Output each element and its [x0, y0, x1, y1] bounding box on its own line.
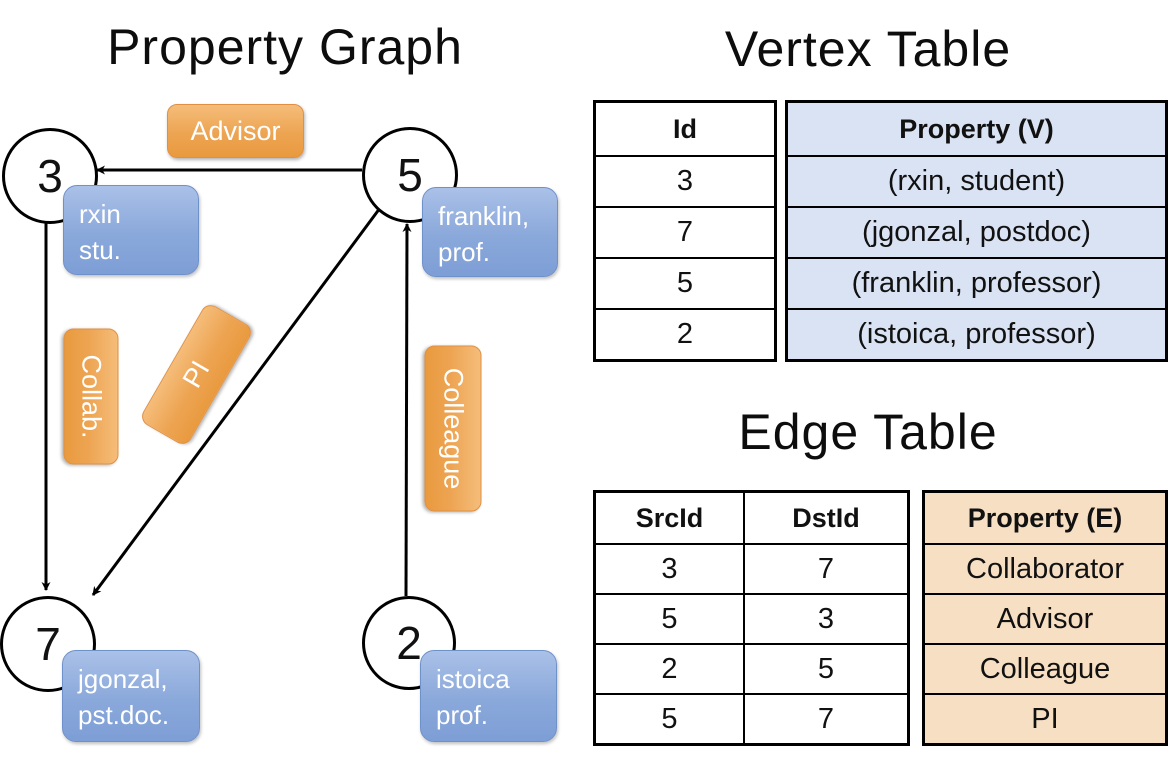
edge-src-cell: 5 [593, 693, 745, 746]
edge-src-cell: 2 [593, 643, 745, 695]
vertex-prop-line: prof. [436, 700, 489, 731]
edge-2-5 [402, 223, 412, 597]
vertex-id-cell: 7 [593, 206, 777, 259]
vertex-property-cell: (istoica, professor) [785, 308, 1168, 362]
edge-property-cell: Collaborator [922, 543, 1168, 595]
vertex-prop-box-7: jgonzal, pst.doc. [62, 650, 200, 742]
vertex-prop-line: istoica [436, 664, 510, 694]
edge-label-colleague: Colleague [424, 345, 482, 512]
edge-table-property-header: Property (E) [922, 490, 1168, 545]
node-id-label: 3 [37, 150, 63, 202]
edge-table-ids-columns: SrcId DstId 3 7 5 3 2 5 5 7 [593, 490, 910, 746]
vertex-property-cell: (rxin, student) [785, 155, 1168, 208]
node-id-label: 7 [35, 618, 61, 670]
edge-property-cell: Colleague [922, 643, 1168, 695]
edge-label-collab: Collab. [63, 328, 119, 465]
vertex-prop-line: rxin [79, 199, 121, 229]
vertex-id-cell: 3 [593, 155, 777, 208]
edge-label-advisor: Advisor [167, 104, 304, 158]
node-id-label: 5 [397, 149, 423, 201]
vertex-prop-line: jgonzal, [78, 664, 168, 694]
vertex-prop-line: franklin, [438, 201, 530, 231]
edge-dst-cell: 5 [743, 643, 910, 695]
vertex-prop-box-2: istoica prof. [420, 650, 557, 742]
vertex-table-id-column: Id 3 7 5 2 [593, 100, 777, 362]
graph-node-3: 3 [2, 128, 98, 224]
edge-property-cell: PI [922, 693, 1168, 746]
vertex-prop-line: pst.doc. [78, 700, 170, 731]
graph-title: Property Graph [107, 19, 463, 75]
graph-node-5: 5 [362, 127, 458, 223]
edge-dst-cell: 7 [743, 543, 910, 595]
vertex-table-id-header: Id [593, 100, 777, 157]
node-id-label: 2 [396, 617, 422, 669]
edge-src-cell: 5 [593, 593, 745, 645]
vertex-property-cell: (franklin, professor) [785, 257, 1168, 310]
vertex-prop-box-3: rxin stu. [63, 185, 199, 275]
vertex-prop-box-5: franklin, prof. [422, 187, 558, 277]
vertex-id-cell: 2 [593, 308, 777, 362]
vertex-table-title: Vertex Table [724, 21, 1012, 77]
edge-src-cell: 3 [593, 543, 745, 595]
vertex-property-cell: (jgonzal, postdoc) [785, 206, 1168, 259]
edge-table-title: Edge Table [738, 404, 998, 460]
edge-table-dstid-header: DstId [743, 490, 910, 545]
vertex-table-property-header: Property (V) [785, 100, 1168, 157]
edge-property-cell: Advisor [922, 593, 1168, 645]
vertex-prop-line: prof. [438, 237, 491, 268]
edge-dst-cell: 3 [743, 593, 910, 645]
edge-table-property-column: Property (E) Collaborator Advisor Collea… [922, 490, 1168, 746]
vertex-id-cell: 5 [593, 257, 777, 310]
edge-table-srcid-header: SrcId [593, 490, 745, 545]
edge-dst-cell: 7 [743, 693, 910, 746]
vertex-table-property-column: Property (V) (rxin, student) (jgonzal, p… [785, 100, 1168, 362]
edge-5-7 [91, 207, 382, 596]
vertex-prop-line: stu. [79, 235, 121, 266]
